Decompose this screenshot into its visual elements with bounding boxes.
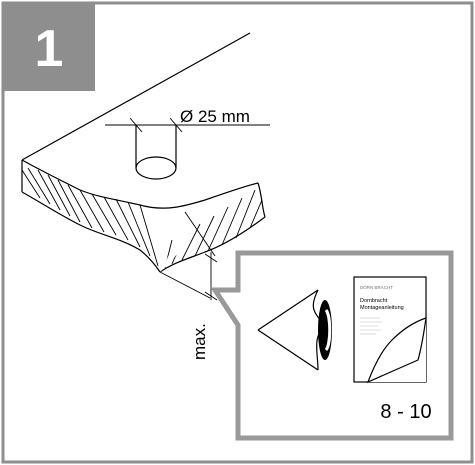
manual-title-2: Montageanleitung [360, 305, 404, 311]
step-number: 1 [35, 20, 64, 78]
thickness-label: max. [190, 323, 209, 360]
page-range: 8 - 10 [380, 401, 431, 423]
manual-document: DORN BRACHT Dornbracht Montageanleitung [353, 276, 427, 384]
step-badge [3, 3, 95, 91]
manual-brand: DORN BRACHT [360, 285, 393, 290]
section-hatching [21, 167, 263, 269]
countertop [21, 32, 266, 273]
diameter-dimension: Ø 25 mm [105, 107, 270, 133]
drill-hole [135, 125, 177, 180]
manual-callout: DORN BRACHT Dornbracht Montageanleitung … [210, 250, 454, 441]
manual-title-1: Dornbracht [360, 298, 388, 304]
thickness-dimension: max. [159, 211, 218, 360]
hole-diameter-label: Ø 25 mm [180, 107, 250, 126]
eye-icon [257, 289, 332, 371]
